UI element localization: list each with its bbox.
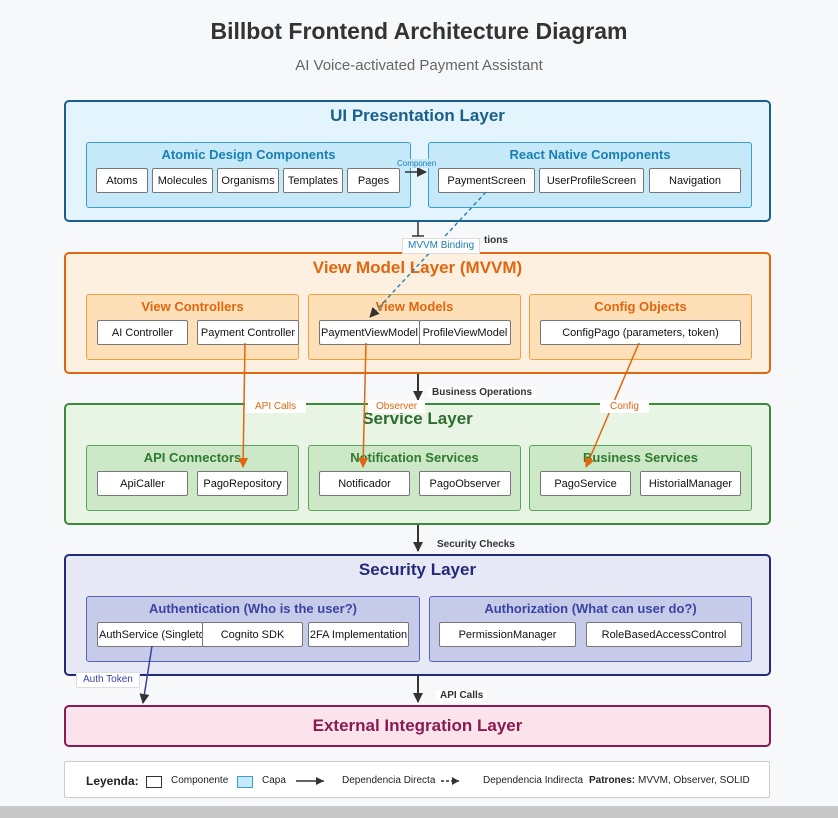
component-pago-observer: PagoObserver — [419, 471, 511, 496]
service-layer: Service Layer API Connectors ApiCaller P… — [64, 403, 771, 525]
component-payment-controller: Payment Controller — [197, 320, 299, 345]
api-connectors-group: API Connectors ApiCaller PagoRepository — [86, 445, 299, 511]
layer-title: UI Presentation Layer — [330, 106, 505, 125]
view-controllers-group: View Controllers AI Controller Payment C… — [86, 294, 299, 360]
component-profile-view-model: ProfileViewModel — [419, 320, 511, 345]
group-title: View Models — [375, 299, 454, 314]
legend-indirect-arrow-icon — [441, 777, 459, 785]
component-payment-screen: PaymentScreen — [438, 168, 535, 193]
legend-layer: Capa — [262, 775, 286, 786]
layer-title: View Model Layer (MVVM) — [312, 258, 523, 277]
component-user-profile-screen: UserProfileScreen — [539, 168, 644, 193]
label-componen: Componen — [395, 159, 439, 168]
group-title: Atomic Design Components — [161, 147, 336, 162]
react-native-group: React Native Components PaymentScreen Us… — [428, 142, 752, 208]
security-layer: Security Layer Authentication (Who is th… — [64, 554, 771, 676]
label-api-calls-orange: API Calls — [245, 400, 307, 413]
component-cognito-sdk: Cognito SDK — [202, 622, 303, 647]
label-business-operations: Business Operations — [428, 387, 537, 398]
ui-presentation-layer: UI Presentation Layer Atomic Design Comp… — [64, 100, 771, 222]
component-atoms: Atoms — [96, 168, 148, 193]
component-auth-service: AuthService (Singleto — [97, 622, 203, 647]
group-title: React Native Components — [509, 147, 671, 162]
group-title: Notification Services — [350, 450, 479, 465]
label-mvvm-binding: MVVM Binding — [402, 238, 481, 254]
external-integration-layer: External Integration Layer — [64, 705, 771, 747]
bottom-scrollbar[interactable] — [0, 806, 838, 818]
component-templates: Templates — [283, 168, 343, 193]
legend-layer-swatch — [237, 776, 253, 788]
legend-direct: Dependencia Directa — [342, 775, 436, 786]
layer-title: External Integration Layer — [312, 716, 523, 735]
group-title: Config Objects — [594, 299, 687, 314]
label-api-calls: API Calls — [436, 690, 488, 701]
group-title: API Connectors — [143, 450, 242, 465]
config-objects-group: Config Objects ConfigPago (parameters, t… — [529, 294, 752, 360]
layer-title: Security Layer — [358, 560, 477, 579]
group-title: Business Services — [583, 450, 698, 465]
component-historial-manager: HistorialManager — [640, 471, 741, 496]
group-title: View Controllers — [141, 299, 244, 314]
component-payment-view-model: PaymentViewModel — [319, 320, 420, 345]
legend-component: Componente — [171, 775, 229, 786]
component-notificador: Notificador — [319, 471, 410, 496]
component-permission-manager: PermissionManager — [439, 622, 576, 647]
legend-direct-arrow-icon — [296, 777, 324, 785]
component-api-caller: ApiCaller — [97, 471, 188, 496]
component-config-pago: ConfigPago (parameters, token) — [540, 320, 741, 345]
label-tions: tions — [484, 235, 508, 246]
group-title: Authentication (Who is the user?) — [149, 601, 357, 616]
layer-title: Service Layer — [362, 409, 473, 428]
group-title: Authorization (What can user do?) — [484, 601, 697, 616]
authentication-group: Authentication (Who is the user?) AuthSe… — [86, 596, 420, 662]
notification-services-group: Notification Services Notificador PagoOb… — [308, 445, 521, 511]
component-pago-service: PagoService — [540, 471, 631, 496]
business-services-group: Business Services PagoService HistorialM… — [529, 445, 752, 511]
legend-heading: Leyenda: — [86, 774, 139, 788]
diagram-subtitle: AI Voice-activated Payment Assistant — [295, 57, 543, 74]
component-molecules: Molecules — [152, 168, 213, 193]
component-organisms: Organisms — [217, 168, 279, 193]
component-navigation: Navigation — [649, 168, 741, 193]
legend-indirect: Dependencia Indirecta — [483, 775, 584, 786]
component-2fa-implementation: 2FA Implementation — [308, 622, 409, 647]
component-ai-controller: AI Controller — [97, 320, 188, 345]
component-pages: Pages — [347, 168, 400, 193]
label-observer: Observer — [368, 400, 426, 413]
authorization-group: Authorization (What can user do?) Permis… — [429, 596, 752, 662]
label-security-checks: Security Checks — [437, 539, 515, 550]
view-model-layer: View Model Layer (MVVM) View Controllers… — [64, 252, 771, 374]
atomic-design-group: Atomic Design Components Atoms Molecules… — [86, 142, 411, 208]
legend-patterns-value: MVVM, Observer, SOLID — [638, 775, 750, 786]
legend-component-swatch — [146, 776, 162, 788]
legend-patterns-label: Patrones: — [589, 775, 636, 786]
component-pago-repository: PagoRepository — [197, 471, 288, 496]
component-role-based-access-control: RoleBasedAccessControl — [586, 622, 742, 647]
diagram-title: Billbot Frontend Architecture Diagram — [210, 18, 628, 44]
legend: Leyenda: Componente Capa Dependencia Dir… — [64, 761, 770, 798]
label-config: Config — [600, 400, 649, 413]
label-auth-token: Auth Token — [76, 672, 140, 688]
view-models-group: View Models PaymentViewModel ProfileView… — [308, 294, 521, 360]
